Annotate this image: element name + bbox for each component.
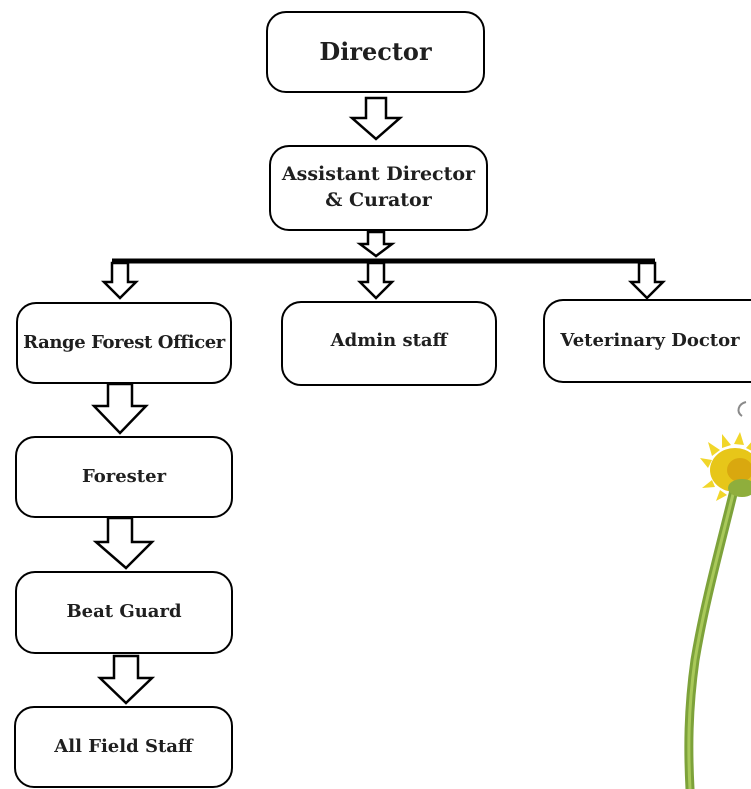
node-forester-label: Forester [81, 465, 167, 487]
node-veterinary-doctor: Veterinary Doctor [543, 299, 751, 383]
node-director-label: Director [319, 36, 432, 66]
node-beat-guard-label: Beat Guard [66, 601, 182, 623]
arrow-range-officer-to-forester [91, 382, 149, 435]
arrow-bar-to-range-officer [100, 261, 140, 300]
arrow-bar-to-admin [356, 261, 396, 300]
node-beat-guard: Beat Guard [15, 571, 233, 654]
node-admin-staff: Admin staff [281, 301, 497, 386]
arrow-beat-guard-to-field-staff [96, 654, 156, 705]
node-assistant-director-label: Assistant Director & Curator [281, 163, 476, 211]
node-veterinary-doctor-label: Veterinary Doctor [560, 329, 740, 351]
node-director: Director [266, 11, 485, 93]
node-all-field-staff-label: All Field Staff [54, 735, 193, 757]
arrow-director-to-assistant [348, 96, 404, 141]
arrow-bar-to-veterinary [627, 261, 667, 300]
node-all-field-staff: All Field Staff [14, 706, 233, 788]
node-range-forest-officer-label: Range Forest Officer [23, 331, 225, 353]
node-forester: Forester [15, 436, 233, 518]
arrow-assistant-to-bar [356, 230, 396, 258]
node-assistant-director: Assistant Director & Curator [269, 145, 488, 231]
arrow-forester-to-beat-guard [92, 516, 156, 570]
node-range-forest-officer: Range Forest Officer [16, 302, 232, 384]
node-admin-staff-label: Admin staff [330, 330, 448, 351]
